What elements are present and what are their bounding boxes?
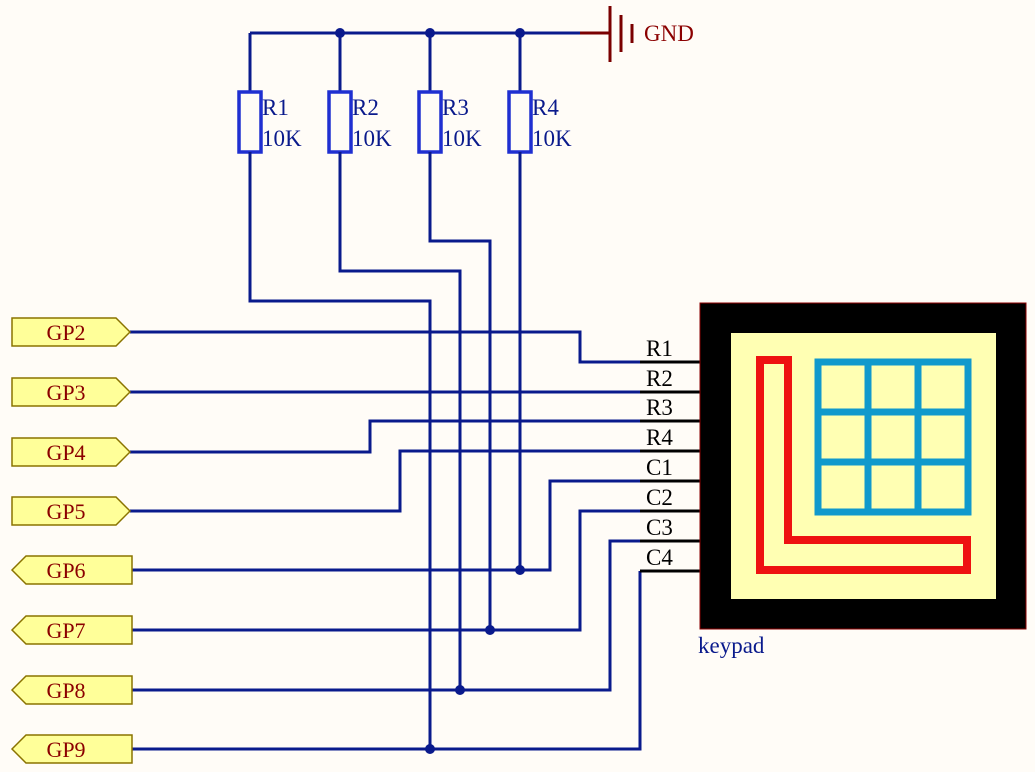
keypad-pin-label: C4 — [646, 545, 673, 570]
ground-rail — [248, 28, 580, 92]
junction-dot — [425, 744, 435, 754]
port-label: GP2 — [46, 320, 85, 345]
signal-wires — [130, 330, 642, 754]
port-gp4: GP4 — [11, 437, 132, 467]
port-gp3: GP3 — [11, 377, 132, 407]
keypad-pin-label: C2 — [646, 485, 673, 510]
keypad-pin-label: R1 — [646, 336, 673, 361]
junction-dot — [515, 28, 525, 38]
keypad-pin-label: R4 — [646, 425, 673, 450]
junction-dot — [425, 28, 435, 38]
keypad-pin-label: C3 — [646, 515, 673, 540]
junction-dot — [485, 625, 495, 635]
resistor-r2: R2 10K — [327, 90, 392, 180]
keypad-pin-label: R3 — [646, 395, 673, 420]
keypad-grid — [814, 358, 972, 516]
port-label: GP6 — [46, 558, 85, 583]
port-gp5: GP5 — [11, 496, 132, 526]
resistor-designator: R3 — [442, 95, 469, 120]
keypad-pins: R1 R2 R3 R4 C1 C2 C3 C4 — [640, 336, 700, 573]
junction-dot — [515, 565, 525, 575]
ground-symbol: GND — [580, 6, 694, 62]
port-gp9: GP9 — [10, 734, 133, 764]
port-label: GP4 — [46, 440, 85, 465]
ground-label: GND — [644, 21, 694, 46]
resistor-value: 10K — [352, 126, 392, 151]
resistor-designator: R2 — [352, 95, 379, 120]
keypad-face — [731, 333, 996, 599]
port-label: GP9 — [46, 737, 85, 762]
port-gp8: GP8 — [10, 675, 133, 705]
port-label: GP8 — [46, 678, 85, 703]
keypad-pin-label: C1 — [646, 455, 673, 480]
junction-dot — [335, 28, 345, 38]
resistor-value: 10K — [532, 126, 572, 151]
keypad-pin-label: R2 — [646, 366, 673, 391]
resistor-designator: R1 — [262, 95, 289, 120]
port-gp7: GP7 — [10, 615, 133, 645]
keypad-l-mark — [756, 356, 971, 574]
keypad-symbol: keypad — [698, 302, 1027, 658]
junction-dot — [455, 685, 465, 695]
pullup-wires — [248, 180, 522, 749]
resistor-r4: R4 10K — [507, 90, 572, 180]
port-label: GP3 — [46, 380, 85, 405]
resistor-value: 10K — [262, 126, 302, 151]
keypad-label: keypad — [698, 633, 765, 658]
resistor-r1: R1 10K — [237, 90, 302, 180]
port-gp2: GP2 — [11, 317, 132, 347]
resistor-r3: R3 10K — [417, 90, 482, 180]
port-label: GP5 — [46, 499, 85, 524]
port-gp6: GP6 — [10, 555, 133, 585]
port-label: GP7 — [46, 618, 85, 643]
resistor-value: 10K — [442, 126, 482, 151]
resistor-designator: R4 — [532, 95, 559, 120]
